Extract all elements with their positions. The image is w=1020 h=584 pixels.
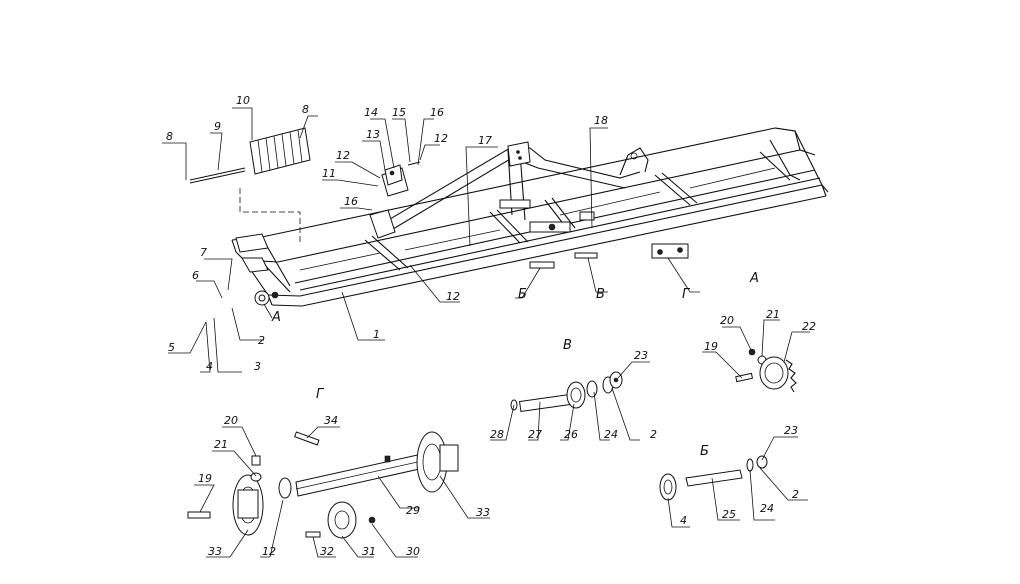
callout-v-27: 27	[528, 428, 542, 441]
callout-v-2: 2	[650, 428, 657, 441]
callout-g-31: 31	[362, 545, 376, 558]
callout-g-19: 19	[198, 472, 212, 485]
callout-18: 18	[594, 114, 608, 127]
view-label-a-upper: А	[271, 310, 281, 325]
callout-g-29: 29	[406, 504, 420, 517]
callout-g-30: 30	[406, 545, 420, 558]
callout-g-33-left: 33	[208, 545, 222, 558]
callout-g-33-right: 33	[476, 506, 490, 519]
detail-a	[735, 348, 797, 393]
callout-8-right: 8	[302, 103, 309, 116]
callout-13: 13	[366, 128, 380, 141]
view-label-v-detail: В	[563, 338, 572, 353]
callout-4: 4	[206, 360, 213, 373]
callout-g-34: 34	[324, 414, 338, 427]
callout-b-2: 2	[792, 488, 799, 501]
callout-15: 15	[392, 106, 406, 119]
callout-14: 14	[364, 106, 378, 119]
callout-6: 6	[192, 269, 199, 282]
callout-2: 2	[258, 334, 265, 347]
callout-9: 9	[214, 120, 221, 133]
view-label-a-detail: А	[749, 271, 759, 286]
callout-16-b: 16	[344, 195, 358, 208]
callout-12-a: 12	[336, 149, 350, 162]
leader-lines	[162, 107, 810, 558]
callout-b-24: 24	[760, 502, 774, 515]
callout-g-12: 12	[262, 545, 276, 558]
callout-12-c: 12	[446, 290, 460, 303]
callout-a-20: 20	[720, 314, 734, 327]
view-labels: А Б В Г А В Г Б	[271, 271, 759, 459]
callout-g-32: 32	[320, 545, 334, 558]
view-label-v-upper: В	[596, 287, 605, 302]
callout-v-26: 26	[564, 428, 578, 441]
callout-g-21: 21	[214, 438, 228, 451]
view-label-g-detail: Г	[316, 387, 325, 402]
callout-b-4: 4	[680, 514, 687, 527]
callout-v-28: 28	[490, 428, 504, 441]
view-label-g-upper: Г	[682, 287, 691, 302]
detail-g	[187, 431, 459, 539]
callout-11: 11	[322, 167, 336, 180]
callout-numbers: 1 2 3 4 5 6 7 8 8 9 10 11 12 12 12 13 14…	[166, 94, 816, 558]
callout-7: 7	[200, 246, 207, 259]
callout-a-21: 21	[766, 308, 780, 321]
detail-b	[659, 455, 768, 501]
callout-b-25: 25	[722, 508, 736, 521]
view-label-b-detail: Б	[700, 444, 709, 459]
detail-v	[510, 371, 623, 412]
main-frame	[189, 127, 829, 307]
callout-3: 3	[254, 360, 261, 373]
callout-b-23: 23	[784, 424, 798, 437]
callout-17: 17	[478, 134, 492, 147]
view-label-b-upper: Б	[518, 287, 527, 302]
callout-v-23: 23	[634, 349, 648, 362]
callout-8-left: 8	[166, 130, 173, 143]
callout-16-a: 16	[430, 106, 444, 119]
callout-5: 5	[168, 341, 175, 354]
callout-a-22: 22	[802, 320, 816, 333]
callout-v-24: 24	[604, 428, 618, 441]
callout-1: 1	[373, 328, 380, 341]
callout-a-19: 19	[704, 340, 718, 353]
callout-g-20: 20	[224, 414, 238, 427]
callout-12-b: 12	[434, 132, 448, 145]
callout-10: 10	[236, 94, 250, 107]
